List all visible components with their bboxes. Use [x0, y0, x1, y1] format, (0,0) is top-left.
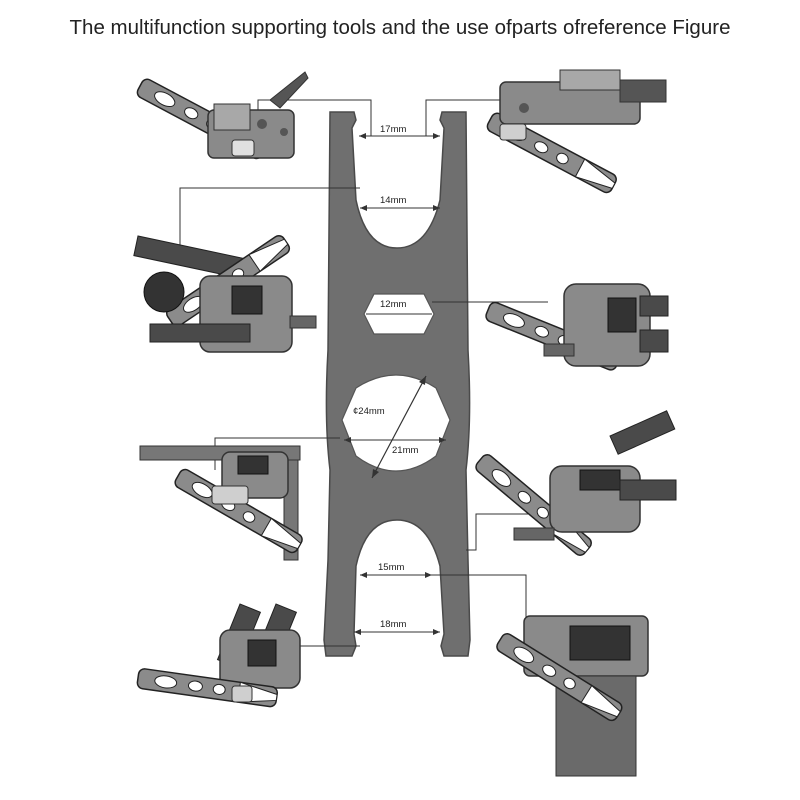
dimension-24mm: ¢24mm — [353, 375, 427, 479]
round-hole-24mm — [341, 374, 451, 472]
dimension-14mm: 14mm — [360, 195, 440, 211]
dimension-label-24mm: ¢24mm — [353, 406, 385, 417]
dimension-18mm: 18mm — [354, 619, 440, 635]
multifunction-wrench — [323, 111, 471, 657]
dimension-label-12mm: 12mm — [380, 299, 406, 310]
tool-photo-lower-left — [139, 445, 305, 561]
figure-title: The multifunction supporting tools and t… — [69, 16, 731, 39]
tool-photo-top-left — [134, 71, 309, 162]
dimension-21mm: 21mm — [344, 437, 446, 456]
tool-photo-bottom-right — [493, 615, 649, 777]
dimension-label-21mm: 21mm — [392, 445, 418, 456]
dimension-label-15mm: 15mm — [378, 562, 404, 573]
dimension-label-18mm: 18mm — [380, 619, 406, 630]
tool-photo-bottom-left — [135, 603, 301, 709]
dimension-label-17mm: 17mm — [380, 124, 406, 135]
dimension-label-14mm: 14mm — [380, 195, 406, 206]
tool-photo-lower-right — [472, 410, 677, 559]
dimension-15mm: 15mm — [360, 562, 432, 578]
tool-photo-mid-right — [483, 283, 669, 373]
tool-photo-mid-left — [133, 232, 317, 353]
tool-photo-top-right — [484, 69, 667, 196]
dimension-12mm: 12mm — [366, 299, 432, 315]
